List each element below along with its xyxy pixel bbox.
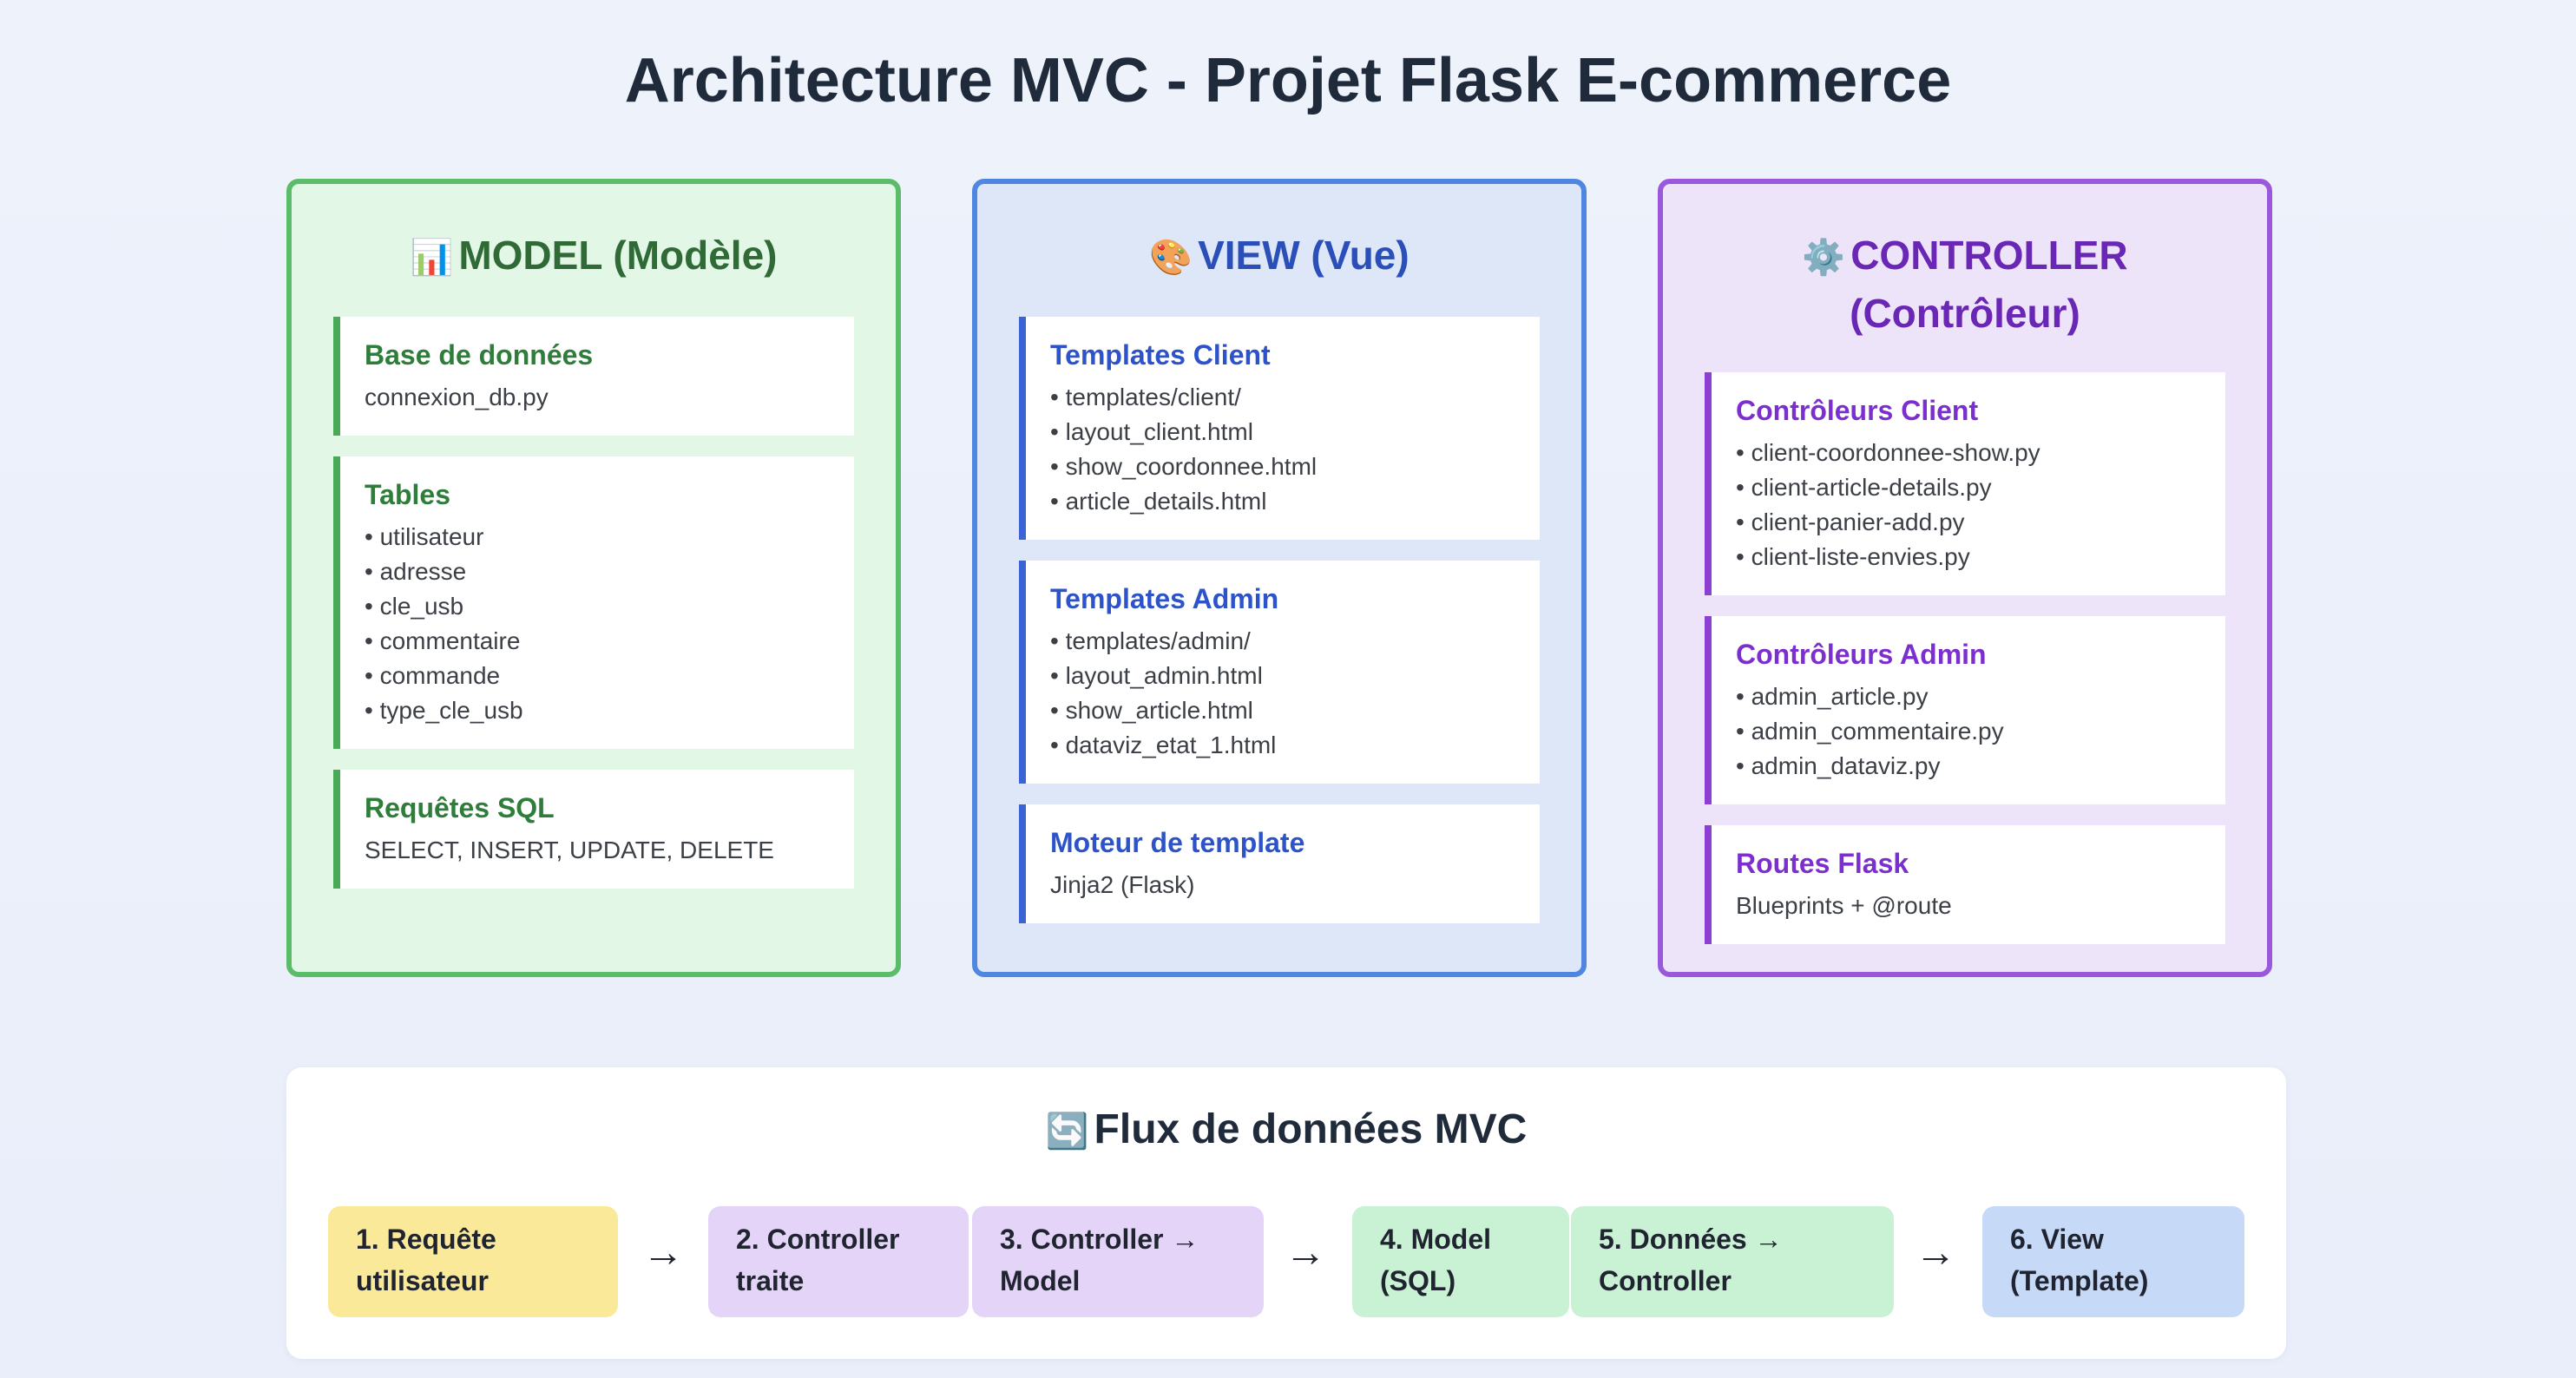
card-title: Templates Client bbox=[1050, 339, 1271, 371]
refresh-icon: 🔄 bbox=[1045, 1112, 1089, 1151]
templates-admin-list: templates/admin/ layout_admin.html show_… bbox=[1050, 624, 1515, 763]
controller-card-routes: Routes Flask Blueprints + @route bbox=[1705, 825, 2225, 944]
flow-step-4: 4. Model (SQL) bbox=[1352, 1206, 1569, 1317]
list-item: admin_dataviz.py bbox=[1736, 749, 2201, 784]
list-item: client-coordonnee-show.py bbox=[1736, 436, 2201, 470]
controller-heading-text: CONTROLLER (Contrôleur) bbox=[1850, 233, 2128, 336]
flow-heading: 🔄Flux de données MVC bbox=[286, 1106, 2286, 1153]
controllers-admin-list: admin_article.py admin_commentaire.py ad… bbox=[1736, 679, 2201, 784]
card-title: Requêtes SQL bbox=[365, 792, 555, 824]
templates-client-list: templates/client/ layout_client.html sho… bbox=[1050, 380, 1515, 519]
list-item: client-panier-add.py bbox=[1736, 505, 2201, 540]
model-heading: 📊MODEL (Modèle) bbox=[326, 227, 861, 285]
list-item: layout_admin.html bbox=[1050, 659, 1515, 693]
list-item: commande bbox=[365, 659, 830, 693]
gear-icon: ⚙️ bbox=[1802, 239, 1846, 277]
list-item: dataviz_etat_1.html bbox=[1050, 728, 1515, 763]
list-item: client-liste-envies.py bbox=[1736, 540, 2201, 574]
list-item: adresse bbox=[365, 554, 830, 589]
flow-step-1: 1. Requête utilisateur bbox=[328, 1206, 618, 1317]
list-item: utilisateur bbox=[365, 520, 830, 554]
palette-icon: 🎨 bbox=[1149, 239, 1193, 277]
arrow-right-icon: → bbox=[1915, 1230, 1956, 1276]
view-card-admin: Templates Admin templates/admin/ layout_… bbox=[1019, 561, 1540, 784]
model-card-database: Base de données connexion_db.py bbox=[333, 317, 854, 436]
flow-step-2: 2. Controller traite bbox=[708, 1206, 969, 1317]
arrow-right-icon: → bbox=[642, 1230, 684, 1276]
controllers-client-list: client-coordonnee-show.py client-article… bbox=[1736, 436, 2201, 574]
list-item: templates/admin/ bbox=[1050, 624, 1515, 659]
tables-list: utilisateur adresse cle_usb commentaire … bbox=[365, 520, 830, 728]
model-card-sql: Requêtes SQL SELECT, INSERT, UPDATE, DEL… bbox=[333, 770, 854, 889]
list-item: article_details.html bbox=[1050, 484, 1515, 519]
view-heading-text: VIEW (Vue) bbox=[1198, 233, 1410, 278]
flow-step-3: 3. Controller → Model bbox=[972, 1206, 1264, 1317]
view-column: 🎨VIEW (Vue) Templates Client templates/c… bbox=[972, 179, 1587, 977]
flow-step-5: 5. Données → Controller bbox=[1571, 1206, 1894, 1317]
model-card-tables: Tables utilisateur adresse cle_usb comme… bbox=[333, 456, 854, 749]
card-text: Blueprints + @route bbox=[1736, 892, 1952, 919]
list-item: cle_usb bbox=[365, 589, 830, 624]
list-item: client-article-details.py bbox=[1736, 470, 2201, 505]
page-title: Architecture MVC - Projet Flask E-commer… bbox=[624, 46, 1952, 115]
card-text: SELECT, INSERT, UPDATE, DELETE bbox=[365, 837, 774, 863]
list-item: admin_article.py bbox=[1736, 679, 2201, 714]
view-heading: 🎨VIEW (Vue) bbox=[1012, 227, 1547, 285]
list-item: templates/client/ bbox=[1050, 380, 1515, 415]
card-title: Moteur de template bbox=[1050, 827, 1305, 858]
controller-column: ⚙️CONTROLLER (Contrôleur) Contrôleurs Cl… bbox=[1658, 179, 2272, 977]
card-title: Templates Admin bbox=[1050, 583, 1279, 614]
card-text: Jinja2 (Flask) bbox=[1050, 871, 1195, 898]
card-title: Base de données bbox=[365, 339, 594, 371]
card-text: connexion_db.py bbox=[365, 384, 549, 410]
controller-card-admin: Contrôleurs Admin admin_article.py admin… bbox=[1705, 616, 2225, 804]
model-column: 📊MODEL (Modèle) Base de données connexio… bbox=[286, 179, 901, 977]
bar-chart-icon: 📊 bbox=[410, 239, 454, 277]
view-card-client: Templates Client templates/client/ layou… bbox=[1019, 317, 1540, 540]
controller-card-client: Contrôleurs Client client-coordonnee-sho… bbox=[1705, 372, 2225, 595]
model-heading-text: MODEL (Modèle) bbox=[458, 233, 778, 278]
flow-heading-text: Flux de données MVC bbox=[1094, 1106, 1528, 1152]
card-title: Contrôleurs Admin bbox=[1736, 639, 1987, 670]
list-item: type_cle_usb bbox=[365, 693, 830, 728]
flow-step-6: 6. View (Template) bbox=[1982, 1206, 2244, 1317]
list-item: show_coordonnee.html bbox=[1050, 449, 1515, 484]
controller-heading: ⚙️CONTROLLER (Contrôleur) bbox=[1698, 227, 2232, 341]
arrow-right-icon: → bbox=[1285, 1230, 1326, 1276]
list-item: admin_commentaire.py bbox=[1736, 714, 2201, 749]
list-item: show_article.html bbox=[1050, 693, 1515, 728]
card-title: Tables bbox=[365, 479, 450, 510]
data-flow-panel: 🔄Flux de données MVC 1. Requête utilisat… bbox=[286, 1067, 2286, 1359]
list-item: layout_client.html bbox=[1050, 415, 1515, 449]
card-title: Contrôleurs Client bbox=[1736, 395, 1979, 426]
list-item: commentaire bbox=[365, 624, 830, 659]
view-card-engine: Moteur de template Jinja2 (Flask) bbox=[1019, 804, 1540, 923]
card-title: Routes Flask bbox=[1736, 848, 1909, 879]
